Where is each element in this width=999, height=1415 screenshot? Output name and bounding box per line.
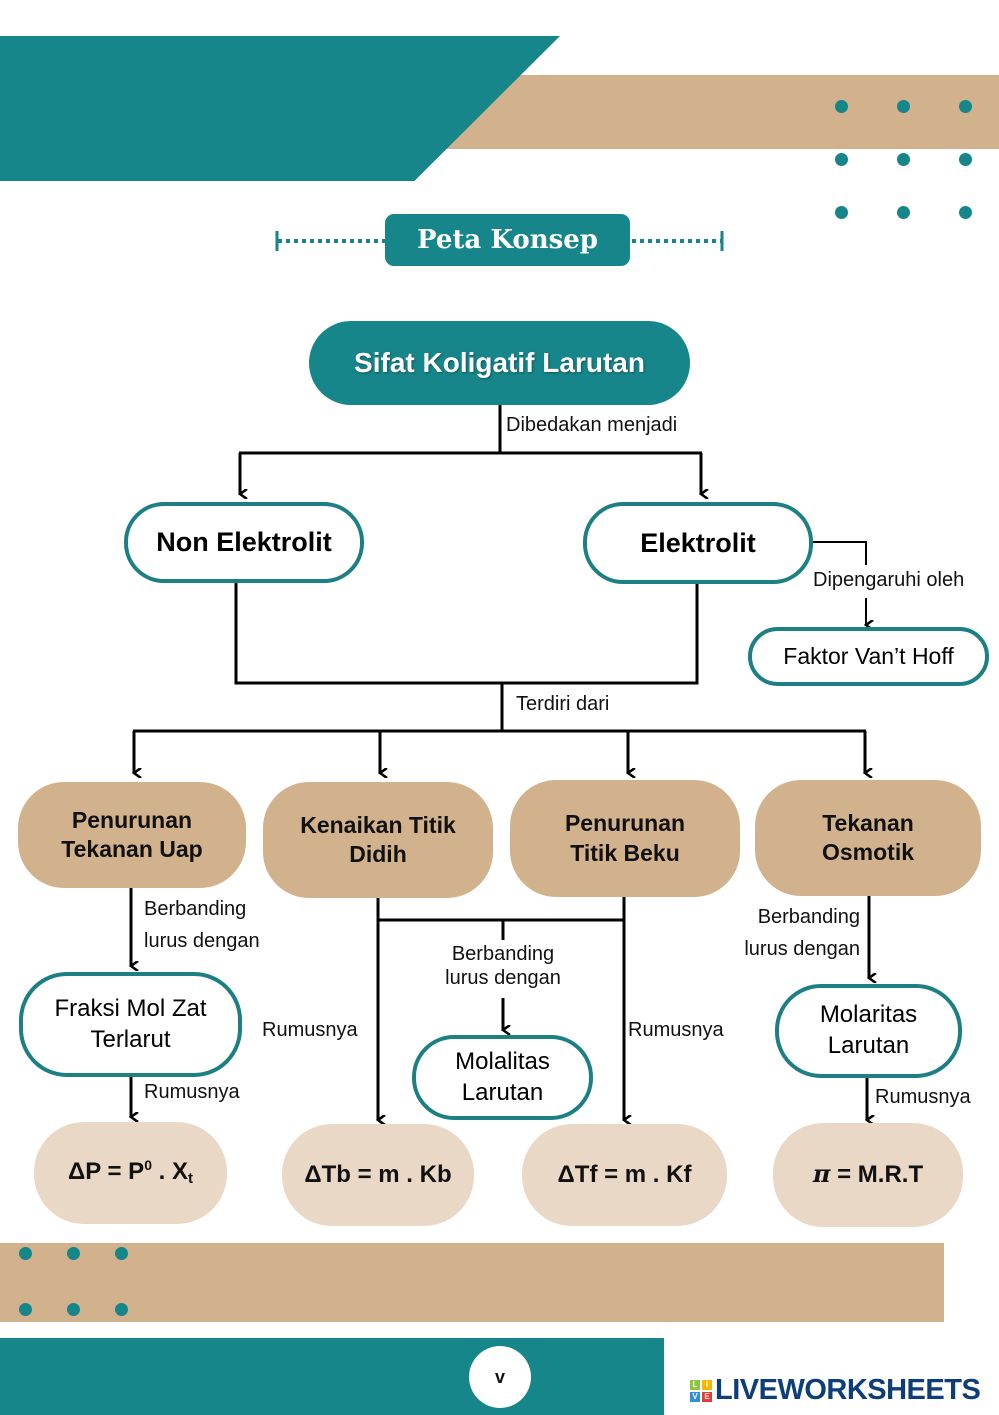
node-elektrolit: Elektrolit xyxy=(583,502,813,584)
decor-dot xyxy=(115,1303,128,1316)
formula-tekanan-osmotik: π = M.R.T xyxy=(773,1123,963,1227)
decor-dot xyxy=(115,1247,128,1260)
node-label-line: Larutan xyxy=(461,1078,544,1106)
liveworksheets-logo[interactable]: L I V E LIVEWORKSHEETS xyxy=(690,1374,981,1407)
decor-dot xyxy=(835,153,848,166)
decor-dot xyxy=(19,1247,32,1260)
edge-label-line: lurus dengan xyxy=(144,930,260,952)
edge-label-line: Berbanding xyxy=(451,943,555,965)
edge-label-rumusnya-3: Rumusnya xyxy=(628,1019,724,1041)
decor-dot xyxy=(19,1303,32,1316)
formula-part: = M.R.T xyxy=(830,1161,924,1189)
decor-dot xyxy=(67,1247,80,1260)
edge-label-dibedakan: Dibedakan menjadi xyxy=(506,414,678,436)
bottom-tan-band xyxy=(0,1243,944,1322)
pi-symbol: π xyxy=(812,1159,831,1189)
edge-elektrolit-to-vanthoff-top xyxy=(812,541,867,565)
page-title: Peta Konsep xyxy=(385,214,630,266)
edge-label-berbanding-1: Berbanding lurus dengan xyxy=(144,893,260,957)
formula-penurunan-titik-beku: ΔTf = m . Kf xyxy=(522,1124,727,1226)
decor-dot xyxy=(959,153,972,166)
decor-dot xyxy=(897,153,910,166)
decor-dot xyxy=(835,100,848,113)
node-faktor-vant-hoff: Faktor Van’t Hoff xyxy=(748,627,989,686)
edge-label-line: Berbanding xyxy=(144,898,247,920)
decor-dot xyxy=(835,206,848,219)
node-label-line: Kenaikan Titik xyxy=(300,811,456,838)
node-label-line: Osmotik xyxy=(821,839,915,865)
edge-label-berbanding-shared: Berbanding lurus dengan xyxy=(440,942,566,990)
edge-label-rumusnya-4: Rumusnya xyxy=(875,1086,971,1108)
edge-label-line: lurus dengan xyxy=(744,938,860,960)
logo-tile: V xyxy=(690,1391,700,1402)
formula-superscript: 0 xyxy=(144,1157,152,1174)
formula-subscript: t xyxy=(188,1170,193,1188)
node-label-line: Tekanan Uap xyxy=(61,836,203,862)
decor-dot xyxy=(959,206,972,219)
edge-label-line: Berbanding xyxy=(757,906,860,928)
node-label-line: Didih xyxy=(349,841,407,867)
formula-kenaikan-titik-didih: ΔTb = m . Kb xyxy=(282,1124,474,1226)
node-label-line: Fraksi Mol Zat xyxy=(54,994,207,1022)
decor-dot xyxy=(897,100,910,113)
logo-tile: L xyxy=(690,1379,700,1390)
edge-types-join xyxy=(234,582,699,685)
decor-dot xyxy=(959,100,972,113)
formula-part: ΔP = P xyxy=(68,1158,145,1186)
node-label-line: Molaritas xyxy=(819,1001,918,1029)
formula-part: . X xyxy=(151,1158,188,1186)
edge-label-line: lurus dengan xyxy=(445,967,561,989)
root-node: Sifat Koligatif Larutan xyxy=(309,321,690,405)
edge-label-berbanding-4: Berbanding lurus dengan xyxy=(722,901,860,965)
node-non-elektrolit: Non Elektrolit xyxy=(124,502,364,583)
bottom-teal-band xyxy=(0,1338,664,1415)
edge-label-rumusnya-1: Rumusnya xyxy=(144,1081,240,1103)
node-label-line: Terlarut xyxy=(90,1025,171,1053)
node-label-line: Titik Beku xyxy=(570,839,680,866)
node-label-line: Penurunan xyxy=(71,806,193,833)
decor-dot xyxy=(67,1303,80,1316)
logo-tile: E xyxy=(702,1391,712,1402)
edge-label-rumusnya-2: Rumusnya xyxy=(262,1019,358,1041)
logo-tile: I xyxy=(702,1379,712,1390)
title-dotted-rules xyxy=(275,231,724,251)
node-label-line: Molalitas xyxy=(455,1047,550,1075)
logo-tiles-icon: L I V E xyxy=(690,1379,712,1402)
node-label-line: Penurunan xyxy=(564,810,686,837)
edge-label-terdiri: Terdiri dari xyxy=(516,693,610,715)
edge-label-dipengaruhi: Dipengaruhi oleh xyxy=(813,569,965,591)
page-number: v xyxy=(469,1346,531,1408)
formula-penurunan-tekanan-uap: ΔP = P0 . Xt xyxy=(34,1122,227,1224)
node-label-line: Tekanan xyxy=(822,809,914,836)
logo-text: LIVEWORKSHEETS xyxy=(715,1374,981,1406)
node-label-line: Larutan xyxy=(827,1032,910,1059)
decor-dot xyxy=(897,206,910,219)
